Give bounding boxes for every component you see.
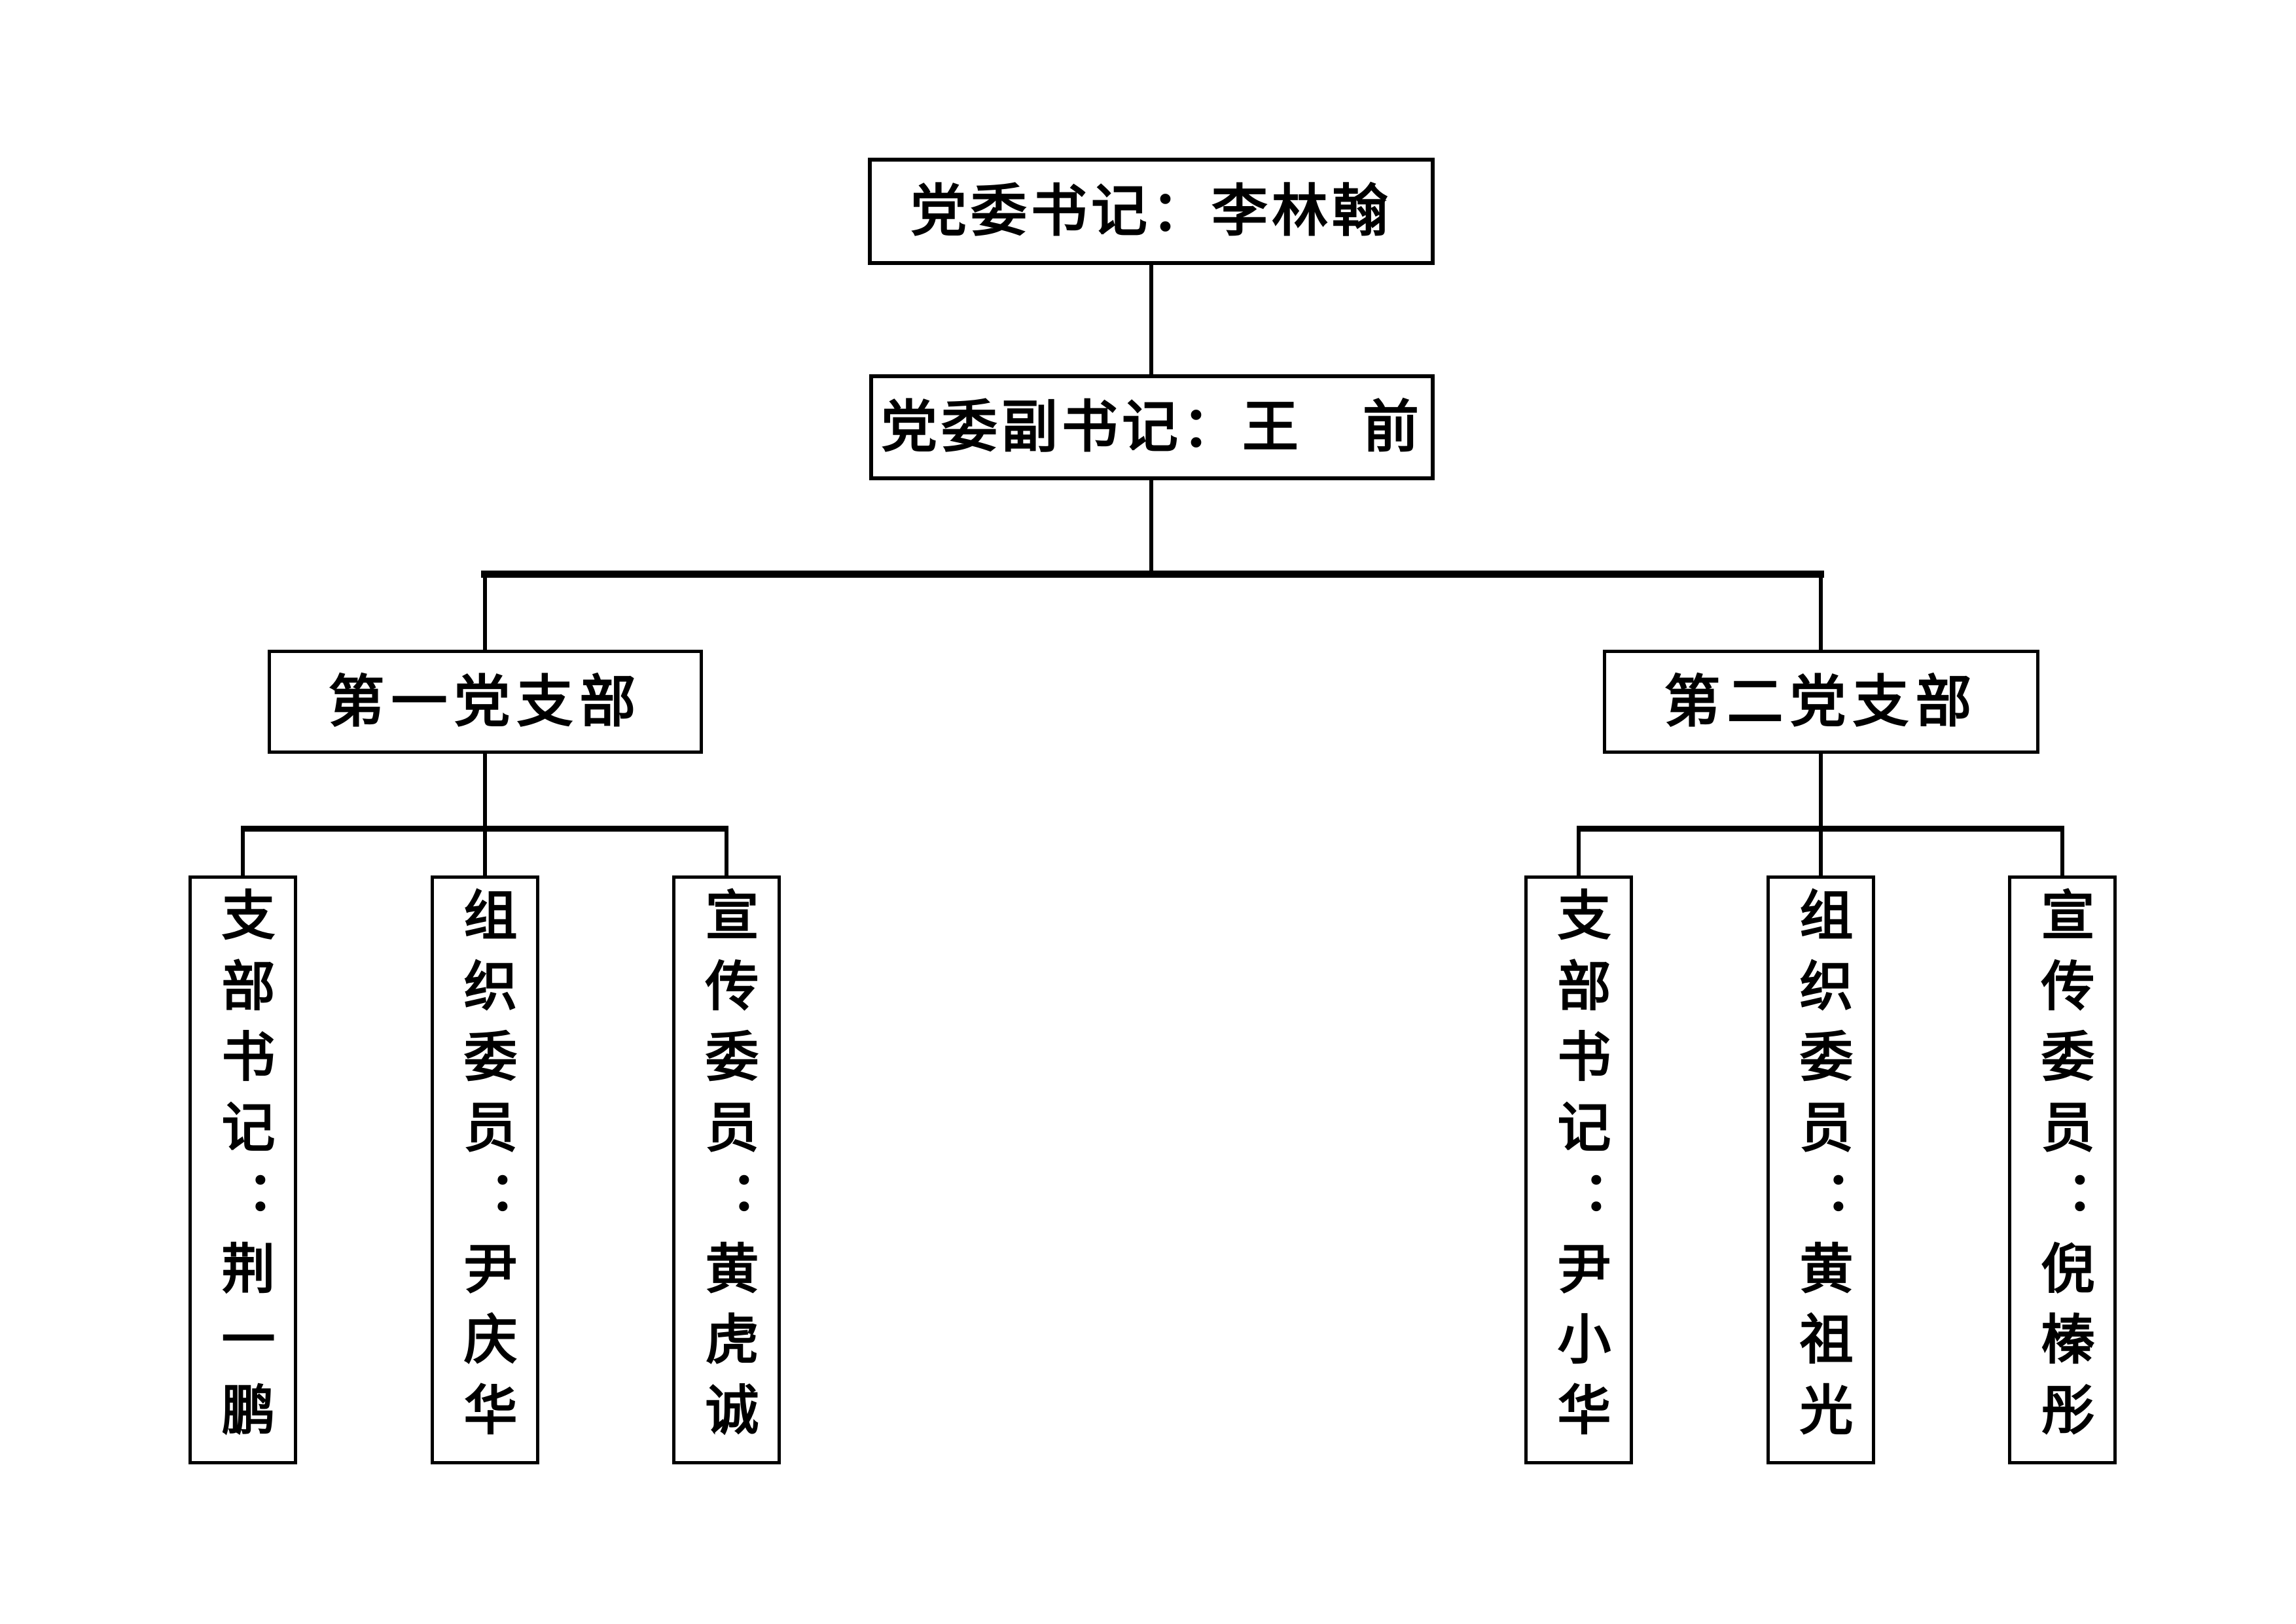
node-branch2-member-organization: 组织委员：黄祖光 (1767, 875, 1875, 1464)
node-branch1-member-organization-label: 组织委员：尹庆华 (456, 887, 515, 1453)
node-branch-2: 第二党支部 (1603, 650, 2039, 754)
connector-drop-branch1-member-3 (725, 826, 728, 878)
node-branch1-member-secretary-label: 支部书记：荆一鹏 (213, 887, 273, 1453)
node-branch-1-label: 第一党支部 (328, 670, 643, 733)
connector-drop-branch1-member-1 (241, 826, 245, 878)
node-branch1-member-publicity: 宣传委员：黄虎诚 (672, 875, 781, 1464)
connector-drop-branch2-member-1 (1577, 826, 1581, 878)
node-party-secretary-label: 党委书记：李林翰 (910, 180, 1392, 243)
connector-branch2-stem (1819, 752, 1823, 878)
node-branch-1: 第一党支部 (268, 650, 703, 754)
node-branch-2-label: 第二党支部 (1664, 670, 1979, 733)
connector-branch2-horizontal-bar (1577, 826, 2064, 832)
node-branch2-member-secretary-label: 支部书记：尹小华 (1549, 887, 1609, 1453)
connector-drop-branch2-member-3 (2060, 826, 2064, 878)
node-branch2-member-publicity-label: 宣传委员：倪榛彤 (2033, 887, 2092, 1453)
node-deputy-party-secretary: 党委副书记：王 前 (869, 374, 1435, 480)
connector-root-to-deputy (1149, 264, 1153, 376)
connector-deputy-to-trunk (1149, 479, 1153, 574)
node-branch2-member-organization-label: 组织委员：黄祖光 (1791, 887, 1851, 1453)
node-branch1-member-organization: 组织委员：尹庆华 (431, 875, 539, 1464)
connector-branch1-horizontal-bar (241, 826, 728, 832)
node-party-secretary: 党委书记：李林翰 (868, 158, 1435, 265)
node-branch1-member-publicity-label: 宣传委员：黄虎诚 (697, 887, 757, 1453)
connector-branch1-stem (483, 752, 487, 878)
node-branch2-member-secretary: 支部书记：尹小华 (1524, 875, 1633, 1464)
connector-drop-branch-2 (1819, 571, 1823, 651)
node-deputy-party-secretary-label: 党委副书记：王 前 (881, 396, 1423, 459)
node-branch2-member-publicity: 宣传委员：倪榛彤 (2008, 875, 2117, 1464)
node-branch1-member-secretary: 支部书记：荆一鹏 (188, 875, 297, 1464)
connector-drop-branch-1 (483, 571, 487, 651)
connector-main-horizontal-bar (481, 571, 1824, 578)
